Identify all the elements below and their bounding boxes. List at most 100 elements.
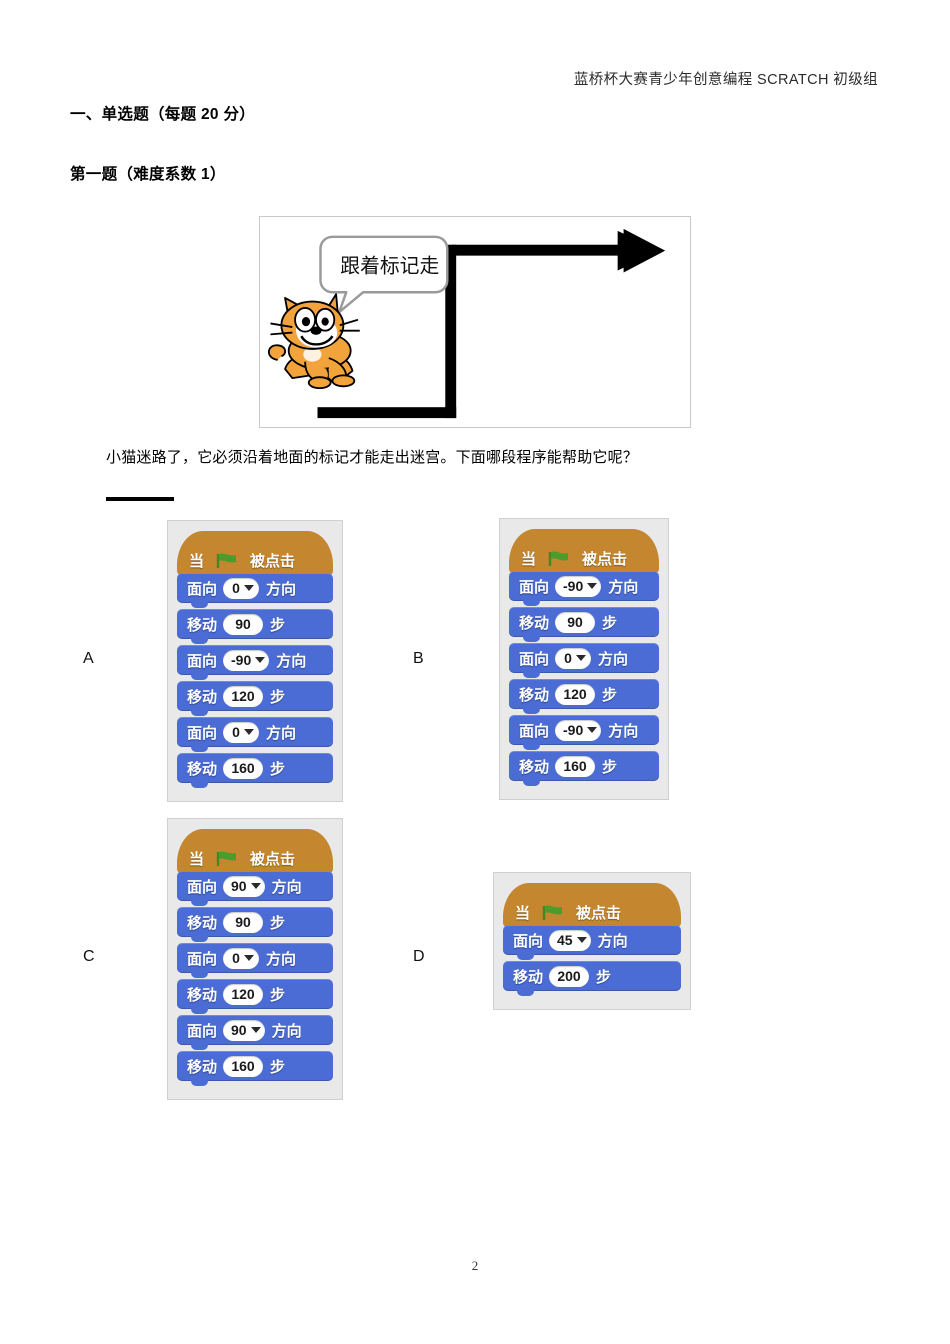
chevron-down-icon[interactable] [243, 729, 254, 735]
block-unit-label: 方向 [598, 650, 629, 668]
document-header: 蓝桥杯大赛青少年创意编程 SCRATCH 初级组 [573, 72, 878, 88]
direction-dropdown[interactable]: 90 [223, 875, 265, 897]
green-flag-icon [542, 905, 564, 921]
block-label: 移动 [519, 758, 550, 776]
direction-dropdown[interactable]: 0 [555, 647, 592, 669]
steps-input[interactable]: 120 [223, 983, 264, 1005]
field-value: 120 [231, 986, 255, 1002]
field-value: 160 [563, 758, 587, 774]
field-value: 160 [231, 1058, 255, 1074]
direction-dropdown[interactable]: 90 [223, 1019, 265, 1041]
field-value: 120 [563, 686, 587, 702]
block-label: 移动 [187, 986, 218, 1004]
block-unit-label: 方向 [266, 950, 297, 968]
block-label: 面向 [187, 724, 218, 742]
steps-input[interactable]: 120 [555, 683, 596, 705]
hat-prefix-label: 当 [189, 553, 205, 570]
direction-dropdown[interactable]: -90 [555, 719, 602, 741]
maze-path-icon [317, 228, 666, 419]
point-in-direction-block[interactable]: 面向 0 方向 [177, 943, 333, 978]
direction-dropdown[interactable]: 45 [549, 929, 591, 951]
field-value: -90 [563, 578, 584, 594]
block-label: 移动 [513, 968, 544, 986]
steps-input[interactable]: 120 [223, 685, 264, 707]
direction-dropdown[interactable]: -90 [555, 575, 602, 597]
chevron-down-icon[interactable] [250, 1027, 261, 1033]
hat-suffix-label: 被点击 [250, 553, 296, 570]
field-value: 45 [557, 932, 573, 948]
block-unit-label: 方向 [608, 722, 639, 740]
hat-suffix-label: 被点击 [250, 851, 296, 868]
steps-input[interactable]: 160 [223, 1055, 264, 1077]
question-text: 小猫迷路了，它必须沿着地面的标记才能走出迷宫。下面哪段程序能帮助它呢？ [106, 450, 639, 466]
page-number: 2 [471, 1258, 479, 1273]
block-unit-label: 步 [270, 616, 286, 634]
when-flag-clicked-block[interactable]: 当 被点击 [177, 531, 333, 575]
direction-dropdown[interactable]: 0 [223, 947, 260, 969]
field-value: -90 [563, 722, 584, 738]
block-unit-label: 步 [602, 614, 618, 632]
steps-input[interactable]: 160 [555, 755, 596, 777]
chevron-down-icon[interactable] [575, 655, 586, 661]
steps-input[interactable]: 90 [555, 611, 596, 633]
chevron-down-icon[interactable] [587, 583, 598, 589]
field-value: 160 [231, 760, 255, 776]
steps-input[interactable]: 200 [549, 965, 590, 987]
chevron-down-icon[interactable] [243, 585, 254, 591]
point-in-direction-block[interactable]: 面向 0 方向 [177, 717, 333, 752]
direction-dropdown[interactable]: -90 [223, 649, 270, 671]
when-flag-clicked-block[interactable]: 当 被点击 [177, 829, 333, 873]
chevron-down-icon[interactable] [255, 657, 266, 663]
chevron-down-icon[interactable] [250, 883, 261, 889]
direction-dropdown[interactable]: 0 [223, 577, 260, 599]
field-value: 0 [564, 650, 572, 666]
steps-input[interactable]: 160 [223, 757, 264, 779]
steps-input[interactable]: 90 [223, 911, 264, 933]
block-unit-label: 方向 [276, 652, 307, 670]
question-figure: 跟着标记走 [259, 216, 691, 428]
steps-input[interactable]: 90 [223, 613, 264, 635]
block-unit-label: 步 [270, 1058, 286, 1076]
when-flag-clicked-block[interactable]: 当被点击 [509, 529, 659, 573]
speech-bubble-text: 跟着标记走 [340, 255, 439, 277]
field-value: 90 [231, 878, 247, 894]
field-value: 90 [231, 1022, 247, 1038]
block-label: 移动 [519, 686, 550, 704]
hat-prefix-label: 当 [189, 851, 205, 868]
direction-dropdown[interactable]: 0 [223, 721, 260, 743]
chevron-down-icon[interactable] [587, 727, 598, 733]
chevron-down-icon[interactable] [243, 955, 254, 961]
move-steps-block[interactable]: 移动 120 步 [509, 679, 659, 714]
block-unit-label: 步 [602, 686, 618, 704]
hat-suffix-label: 被点击 [576, 905, 622, 922]
green-flag-icon [548, 551, 570, 567]
scratch-cat-icon [267, 293, 360, 390]
field-value: 0 [232, 724, 240, 740]
block-unit-label: 方向 [266, 724, 297, 742]
block-label: 面向 [187, 950, 218, 968]
field-value: -90 [231, 652, 252, 668]
chevron-down-icon[interactable] [576, 937, 587, 943]
when-flag-clicked-block[interactable]: 当被点击 [503, 883, 681, 927]
